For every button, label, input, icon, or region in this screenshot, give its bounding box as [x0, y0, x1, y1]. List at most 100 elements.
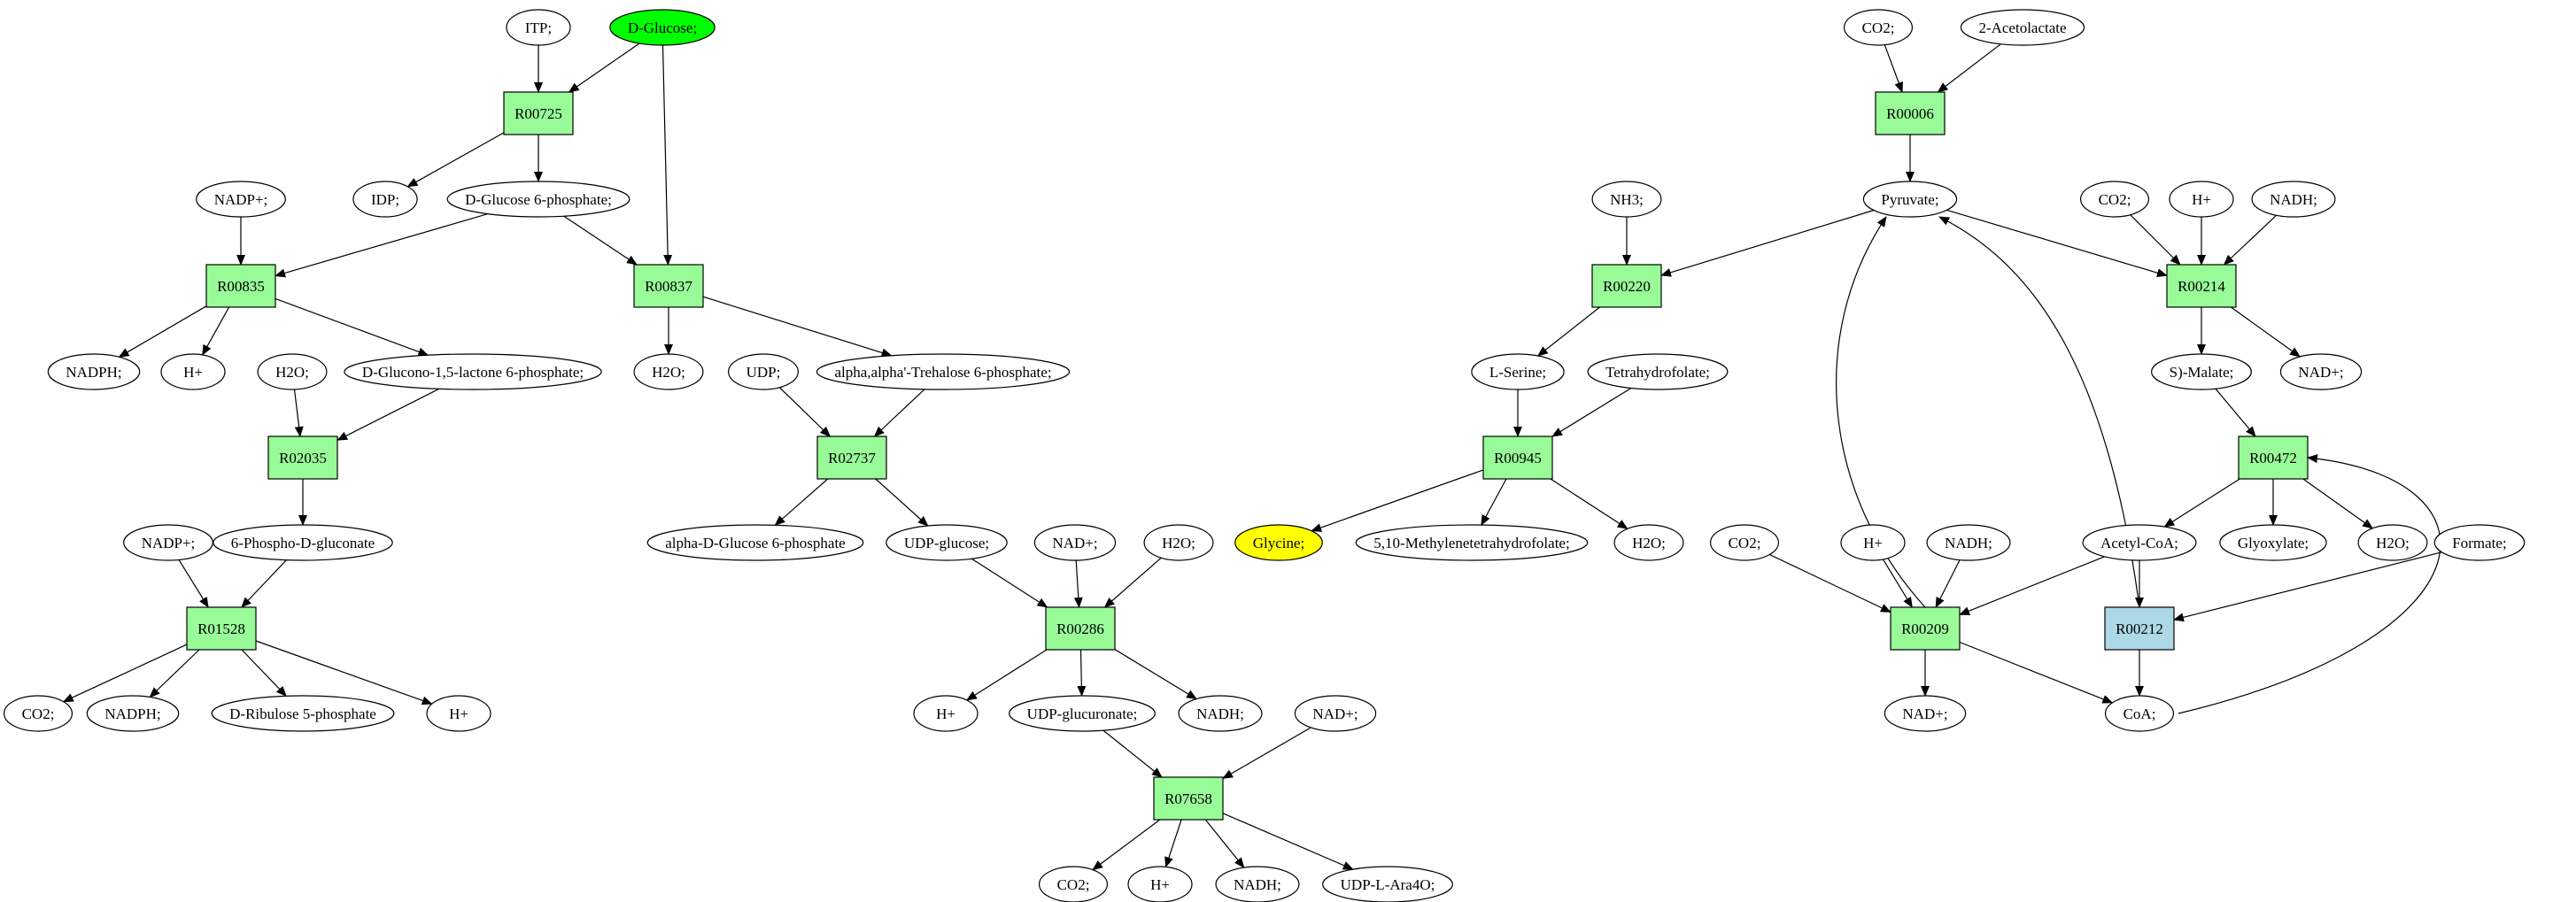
reaction-box [2104, 606, 2175, 651]
node-label-nad: NAD+; [1902, 705, 1947, 722]
node-label-co2: CO2; [1729, 535, 1761, 551]
compound-ellipse [1884, 695, 1967, 732]
node-label-idp: IDP; [371, 191, 399, 208]
edge-r7658-to-nadh2 [1204, 819, 1245, 868]
node-label-udp-glucuronate: UDP-glucuronate; [1027, 705, 1138, 722]
compound-node-co2e: CO2; [1709, 524, 1780, 561]
edge-r212-to-pyr [1938, 216, 2140, 608]
edge-r837-to-treha [702, 296, 893, 358]
node-label-udp: UDP; [746, 364, 781, 381]
compound-ellipse [646, 524, 864, 561]
compound-node-h5: H+ [2169, 181, 2234, 218]
edge-nadp_b-to-r7658 [1222, 727, 1311, 779]
reaction-node-r1528: R01528 [186, 606, 257, 651]
node-label-2-acetolactate: 2-Acetolactate [1978, 19, 2066, 36]
edge-udp-to-r2737 [778, 387, 832, 437]
compound-node-co2b: CO2; [1038, 866, 1109, 902]
compound-node-nadp_d: NAD+; [1884, 695, 1967, 732]
compound-ellipse [913, 695, 979, 732]
compound-node-treha: alpha,alpha'-Trehalose 6-phosphate; [816, 353, 1071, 390]
compound-node-h2o2: H2O; [633, 353, 704, 390]
compound-ellipse [728, 353, 799, 390]
node-label-co2: CO2; [2099, 191, 2131, 208]
compound-ellipse [1033, 524, 1117, 561]
compound-node-nadh4: NADH; [1926, 524, 2011, 561]
reaction-node-r7658: R07658 [1153, 776, 1224, 821]
compound-node-udpg: UDP-glucose; [886, 524, 1008, 561]
compound-ellipse [213, 524, 393, 561]
reaction-box [186, 606, 257, 651]
compound-node-h2o3: H2O; [1143, 524, 1214, 561]
compound-ellipse [1471, 353, 1565, 390]
node-label-glycine: Glycine; [1253, 535, 1305, 551]
compound-node-thf: Tetrahydrofolate; [1587, 353, 1729, 390]
compound-ellipse [160, 353, 226, 390]
node-label-l-serine: L-Serine; [1489, 364, 1546, 381]
compound-ellipse [2357, 524, 2428, 561]
reaction-node-r837: R00837 [633, 264, 704, 308]
node-label-r00220: R00220 [1603, 278, 1651, 295]
node-label-nadph: NADPH; [104, 705, 160, 722]
compound-node-h3: H+ [913, 695, 979, 732]
edge-nadp_a-to-r286 [1073, 559, 1083, 608]
node-label-nadph: NADPH; [66, 364, 121, 381]
compound-node-g6p: D-Glucose 6-phosphate; [446, 181, 630, 218]
compound-ellipse [3, 695, 73, 732]
node-label-h: H+ [1863, 535, 1883, 551]
node-label-r01528: R01528 [197, 621, 245, 637]
reaction-box [816, 436, 887, 480]
compound-ellipse [2104, 695, 2175, 732]
compound-node-h2: H+ [426, 695, 491, 732]
compound-node-udpgluc: UDP-glucuronate; [1009, 695, 1156, 732]
reaction-box [267, 436, 338, 480]
node-label-s-malate: S)-Malate; [2170, 364, 2234, 381]
edge-pgluc-to-r1528 [241, 559, 287, 608]
compound-node-nadp_a: NAD+; [1033, 524, 1117, 561]
edge-glc-to-r725 [568, 42, 640, 93]
node-label-h: H+ [449, 705, 468, 722]
node-label-nadp: NADP+; [214, 191, 268, 208]
node-label-d-glucono-1-5-lactone-6-phosphate: D-Glucono-1,5-lactone 6-phosphate; [362, 364, 584, 381]
compound-node-mal: S)-Malate; [2151, 353, 2252, 390]
reaction-box [1153, 776, 1224, 821]
compound-node-formate: Formate; [2433, 524, 2526, 561]
node-label-nh3: NH3; [1610, 191, 1644, 208]
reaction-node-r6: R00006 [1875, 91, 1946, 135]
edge-pyr-to-r220 [1660, 209, 1875, 277]
compound-node-nh3: NH3; [1591, 181, 1662, 218]
compound-node-h4: H+ [1127, 866, 1193, 902]
compound-ellipse [1009, 695, 1156, 732]
compound-ellipse [1215, 866, 1300, 902]
compound-node-nadpp2: NADP+; [123, 524, 213, 561]
node-label-co2: CO2; [22, 705, 55, 722]
edge-r945-to-mthf [1481, 478, 1507, 526]
edge-r286-to-h3 [965, 649, 1048, 701]
node-label-6-phospho-d-gluconate: 6-Phospho-D-gluconate [231, 535, 375, 551]
compound-node-nadph2: NADPH; [86, 695, 180, 732]
node-label-itp: ITP; [525, 19, 552, 36]
compound-ellipse [1322, 866, 1453, 902]
compound-ellipse [47, 353, 141, 390]
compound-node-nadpp1: NADP+; [196, 181, 286, 218]
edge-g6p-to-r835 [275, 213, 489, 278]
reaction-node-r220: R00220 [1591, 264, 1662, 308]
node-label-d-glucose: D-Glucose; [628, 19, 697, 36]
reaction-node-r472: R00472 [2238, 436, 2309, 480]
compound-ellipse [1038, 866, 1109, 902]
edge-udpg-to-r286 [971, 558, 1048, 608]
compound-ellipse [2219, 524, 2327, 561]
compound-ellipse [886, 524, 1008, 561]
node-label-r00209: R00209 [1901, 621, 1949, 637]
edge-g6p-to-r837 [563, 215, 638, 266]
edge-mal-to-r472 [2215, 388, 2256, 437]
edge-r2737-to-ag6p [774, 478, 829, 526]
compound-node-mthf: 5,10-Methylenetetrahydrofolate; [1355, 524, 1589, 561]
edge-h2o1-to-r2035 [293, 389, 304, 437]
reaction-node-r286: R00286 [1045, 606, 1116, 651]
compound-ellipse [2082, 524, 2197, 561]
compound-node-nadp_b: NAD+; [1294, 695, 1377, 732]
compound-node-udpara: UDP-L-Ara4O; [1322, 866, 1453, 902]
node-label-h2o: H2O; [1162, 535, 1195, 551]
reaction-node-r2737: R02737 [816, 436, 887, 480]
node-label-nadh: NADH; [1196, 705, 1244, 722]
